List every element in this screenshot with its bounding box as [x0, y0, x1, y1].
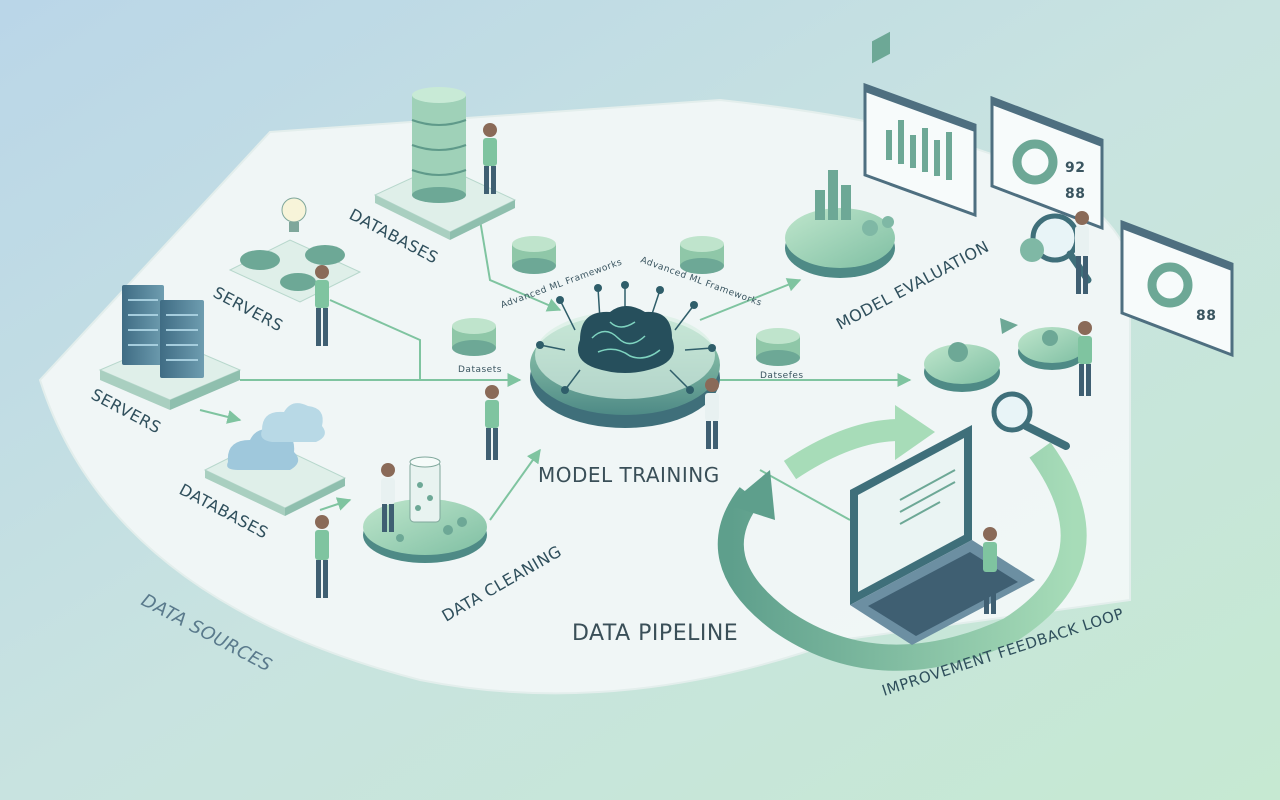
person-4: [705, 378, 719, 449]
output-stations: [924, 318, 1086, 392]
person-6: [315, 515, 329, 598]
person-figures: [315, 123, 1092, 614]
person-5: [381, 463, 395, 532]
connectors: [199, 219, 912, 521]
model-training-hub: [530, 281, 720, 428]
person-8: [1078, 321, 1092, 396]
connector-training-evaluation: [699, 278, 802, 321]
dashboard-panel-2: 92 88: [990, 95, 1104, 231]
dataset-stack-4: [756, 328, 800, 366]
model-evaluation-station: [785, 170, 895, 278]
dashboard-panel-3: 88: [1120, 219, 1234, 358]
connector-loop: [759, 469, 851, 521]
connector-cleaning: [319, 497, 352, 511]
feedback-loop: [717, 405, 1087, 671]
person-2: [315, 265, 329, 346]
laptop-icon: [850, 31, 1035, 645]
connector-cleaning-training: [489, 448, 541, 521]
dataset-stack-1: [452, 318, 496, 356]
label-data-pipeline: DATA PIPELINE: [572, 621, 738, 646]
person-3: [485, 385, 499, 460]
dataset-stack-3: [680, 236, 724, 274]
person-1: [483, 123, 497, 194]
connector-databases-training: [479, 219, 562, 312]
connector-databases-bottom: [199, 409, 242, 424]
servers-left: [98, 285, 242, 410]
databases-bottom: [203, 403, 347, 516]
label-model-training: MODEL TRAINING: [538, 463, 720, 487]
magnifier-icon: [991, 391, 1070, 450]
label-datasets-1: Datasets: [458, 365, 502, 375]
connector-servers-top: [329, 299, 421, 380]
label-datasets-2: Datsefes: [760, 371, 804, 381]
person-7: [1075, 211, 1089, 294]
panel-stat-a: 92: [1065, 160, 1085, 176]
panel-stat-b: 88: [1065, 186, 1085, 202]
person-9: [983, 527, 997, 614]
databases-top: [373, 87, 517, 240]
dataset-stack-2: [512, 236, 556, 274]
panel-stat-c: 88: [1196, 308, 1216, 324]
dashboard-panel-1: [863, 82, 977, 218]
